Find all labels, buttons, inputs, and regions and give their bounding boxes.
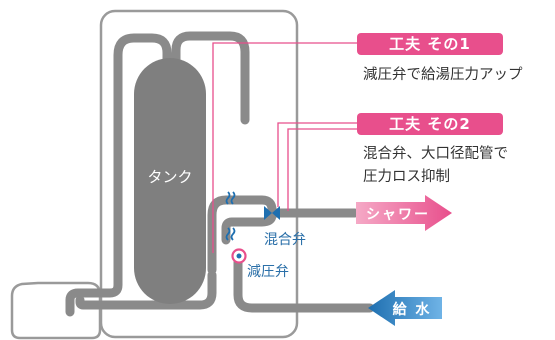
callout-1-tag <box>357 33 503 55</box>
reducing-valve-icon <box>231 248 247 264</box>
callout-1-line-1: 減圧弁で給湯圧力アップ <box>363 66 523 83</box>
water-supply-arrow: 給 水 <box>368 290 442 326</box>
water-supply-arrow-label: 給 水 <box>393 301 432 318</box>
mixing-valve-icon <box>264 206 280 220</box>
mixing-valve-label: 混合弁 <box>264 232 306 248</box>
tank-label: タンク <box>147 168 192 186</box>
callout-2-tag <box>357 113 503 135</box>
shower-arrow-label: シャワー <box>366 207 430 223</box>
hot-water-indicator-lower <box>225 227 236 241</box>
reducing-valve-label: 減圧弁 <box>247 263 289 280</box>
callout-1-tag-text: 工夫 その1 <box>389 35 471 53</box>
hot-water-indicator-upper <box>225 191 236 205</box>
shower-arrow: シャワー <box>356 195 452 231</box>
callout-2-line-2: 圧力ロス抑制 <box>363 168 450 185</box>
tank <box>134 58 206 304</box>
callout-1: 工夫 その1 減圧弁で給湯圧力アップ <box>357 33 523 83</box>
pipes <box>65 31 375 317</box>
callout-2-line-1: 混合弁、大口径配管で <box>363 145 508 162</box>
callout-2-tag-text: 工夫 その2 <box>389 115 471 133</box>
cabinet-frame <box>99 9 299 339</box>
callout-lines <box>212 42 357 253</box>
callout-2: 工夫 その2 混合弁、大口径配管で 圧力ロス抑制 <box>357 113 508 185</box>
